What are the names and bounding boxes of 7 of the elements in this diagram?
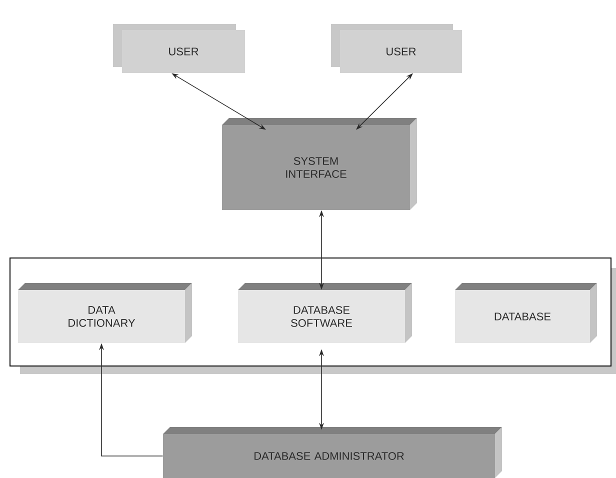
- user-box: USER: [113, 24, 245, 73]
- component-box: DATA DICTIONARY: [18, 283, 192, 343]
- component-box: DATABASE: [455, 283, 597, 343]
- component-box: DATABASE SOFTWARE: [238, 283, 412, 343]
- user-box: USER: [331, 24, 462, 73]
- administrator-box: DATABASE ADMINISTRATOR: [163, 427, 502, 478]
- interface-box: SYSTEM INTERFACE: [222, 118, 417, 210]
